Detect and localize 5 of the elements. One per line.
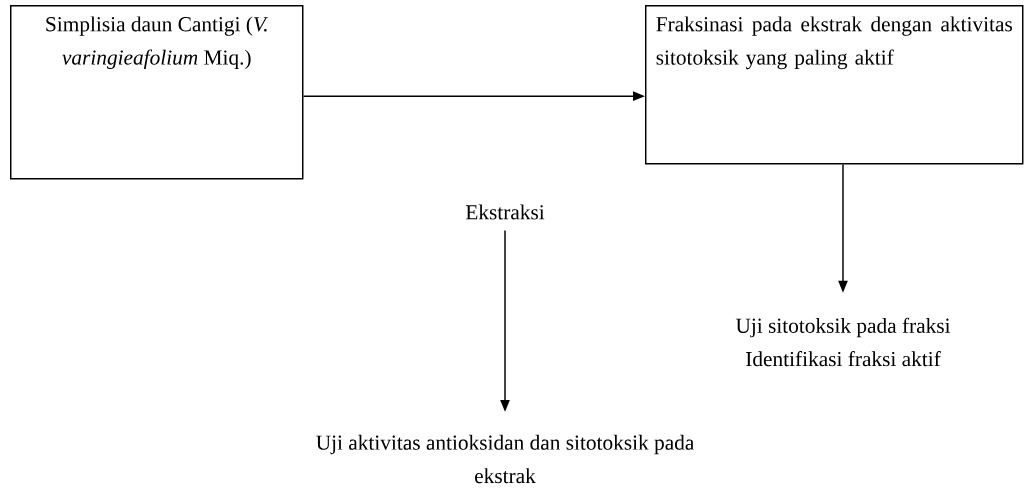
process-box: Fraksinasi pada ekstrak dengan aktivitas sitotoksik yang paling aktif (645, 5, 1024, 165)
step-label: Ekstraksi (465, 204, 545, 220)
step-label: Uji aktivitas antioksidan dan sitotoksik pada ekstrak (316, 434, 695, 484)
step-label: Uji sitotoksik pada fraksi Identifikasi fraksi aktif (735, 317, 951, 367)
process-box: Simplisia daun Cantigi (V. varingieafolium Miq.) (10, 5, 304, 180)
